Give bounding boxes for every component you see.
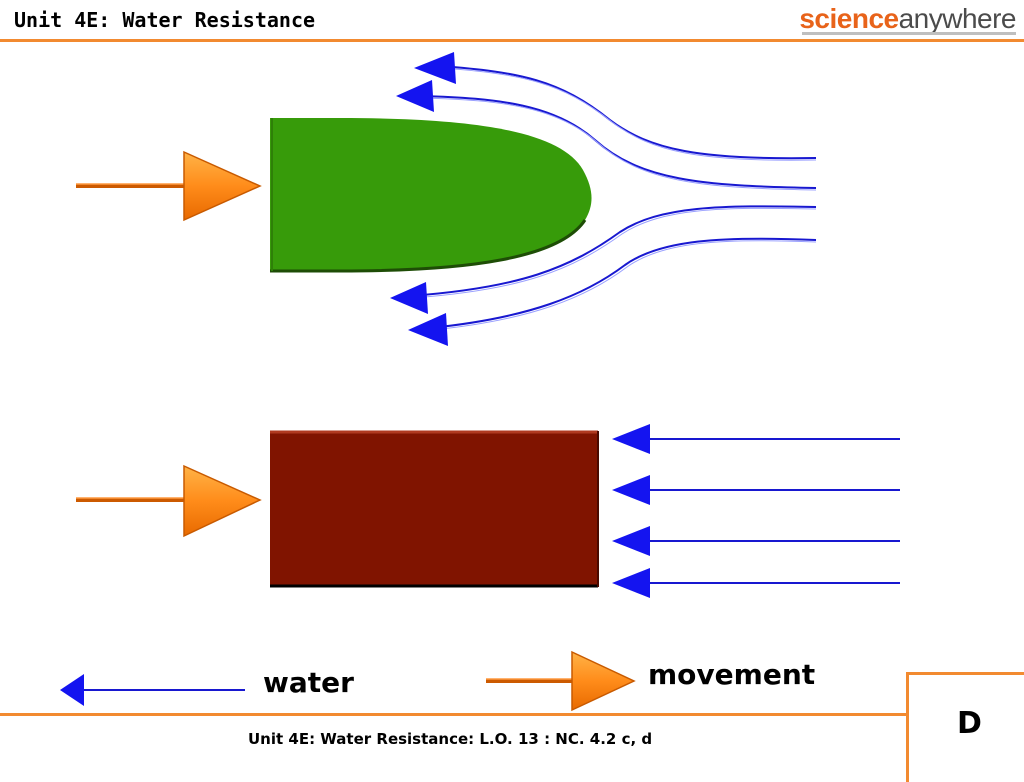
left-arrow-icon	[60, 674, 245, 706]
water-flow-lines	[409, 65, 817, 331]
flow-arrowhead-2	[396, 80, 434, 112]
water-flow-arrowheads	[390, 52, 456, 346]
slide-letter: D	[957, 706, 982, 741]
water-arrows-block	[612, 424, 900, 598]
streamlined-object	[270, 118, 592, 273]
flow-arrowhead-3	[390, 282, 428, 314]
water-arrow-2	[612, 475, 900, 505]
logo-underline	[802, 32, 1016, 35]
flow-arrowhead-4	[408, 313, 448, 346]
water-arrow-1	[612, 424, 900, 454]
legend-movement-label: movement	[648, 658, 816, 691]
movement-arrow-bottom	[76, 464, 262, 538]
right-arrow-icon	[486, 650, 636, 712]
movement-arrow-top	[76, 150, 262, 222]
footer-divider	[0, 713, 908, 716]
block-object	[270, 430, 599, 588]
header-divider	[0, 39, 1024, 42]
logo-science: science	[799, 3, 899, 34]
footer-caption: Unit 4E: Water Resistance: L.O. 13 : NC.…	[248, 730, 653, 748]
flow-arrowhead-1	[414, 52, 456, 84]
brand-logo: scienceanywhere	[799, 2, 1016, 36]
legend-water-label: water	[263, 666, 354, 699]
water-arrow-3	[612, 526, 900, 556]
water-arrow-4	[612, 568, 900, 598]
page-title: Unit 4E: Water Resistance	[14, 8, 316, 32]
logo-anywhere: anywhere	[898, 3, 1017, 34]
slide-label-box	[906, 672, 1024, 782]
